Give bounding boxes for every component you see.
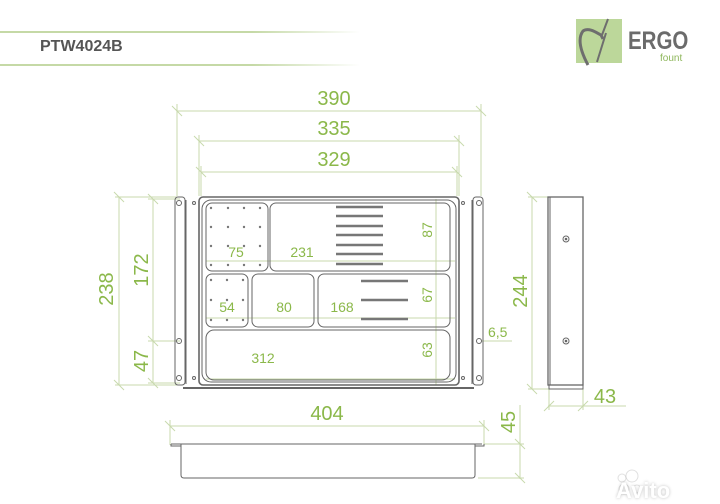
right-bracket xyxy=(472,196,484,386)
avito-logo-icon xyxy=(617,469,642,495)
compartment-54 xyxy=(205,273,249,328)
dim-compartment-168: 168 xyxy=(330,299,354,315)
dim-side-height: 244 xyxy=(510,274,532,307)
left-bracket xyxy=(174,196,186,386)
side-view xyxy=(547,196,584,390)
hole-grid xyxy=(209,206,262,322)
dim-compartment-312: 312 xyxy=(251,350,275,366)
dim-compartment-80: 80 xyxy=(276,299,292,315)
dimension-lines xyxy=(113,104,626,484)
compartment-231 xyxy=(269,202,451,272)
dim-front-height: 45 xyxy=(498,411,520,433)
compartment-75 xyxy=(205,202,269,272)
brand-name: ERGO xyxy=(628,27,689,55)
dim-compartment-87: 87 xyxy=(419,222,435,238)
front-view xyxy=(170,443,485,479)
dim-compartment-75: 75 xyxy=(228,244,244,260)
top-view xyxy=(174,196,484,389)
tray-body xyxy=(198,196,460,386)
dim-hole-offset: 6,5 xyxy=(488,324,508,340)
watermark: Avito xyxy=(616,478,671,503)
dim-side-depth: 43 xyxy=(594,386,616,408)
dim-compartment-67: 67 xyxy=(419,287,435,303)
dim-tray-width: 329 xyxy=(317,149,350,171)
dim-overall-height: 238 xyxy=(96,272,118,305)
header-top-line xyxy=(0,31,360,33)
dim-bracket-spacing: 172 xyxy=(131,253,153,286)
dim-compartment-63: 63 xyxy=(419,342,435,358)
dim-front-width: 404 xyxy=(310,403,343,425)
model-title: PTW4024B xyxy=(40,38,123,55)
dim-bracket-bottom: 47 xyxy=(131,350,153,372)
brand-subname: fount xyxy=(660,53,683,64)
brand-logo-icon xyxy=(575,17,625,72)
compartment-168 xyxy=(317,273,451,328)
dim-compartment-54: 54 xyxy=(219,299,235,315)
slot-lines xyxy=(336,205,408,321)
compartment-80 xyxy=(251,273,315,328)
dim-overall-width: 390 xyxy=(317,88,350,110)
header-bottom-line xyxy=(0,64,360,66)
dim-compartment-231: 231 xyxy=(290,244,314,260)
compartment-312 xyxy=(205,329,451,381)
dim-inner-width: 335 xyxy=(317,118,350,140)
